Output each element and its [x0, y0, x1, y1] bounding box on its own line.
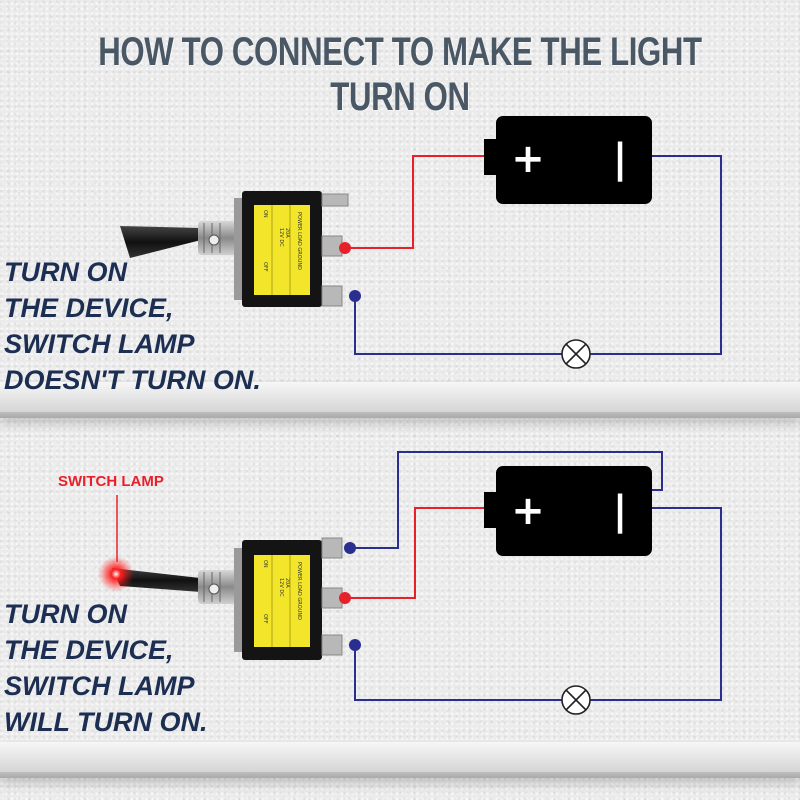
panel-2-line-1: TURN ON — [4, 599, 127, 629]
terminal-dot-icon — [349, 639, 361, 651]
switch-lamp-glow-icon — [98, 556, 134, 592]
panel-1-line-3: SWITCH LAMP — [4, 329, 195, 359]
svg-text:OFF: OFF — [262, 614, 268, 624]
page-title: HOW TO CONNECT TO MAKE THE LIGHT TURN ON — [98, 30, 702, 119]
terminal-dot-icon — [349, 290, 361, 302]
svg-text:12V DC: 12V DC — [278, 228, 284, 247]
negative-wire — [590, 507, 722, 701]
terminal-dot-icon — [344, 542, 356, 554]
terminal-dot-icon — [339, 592, 351, 604]
svg-text:ON: ON — [262, 210, 268, 218]
battery-icon: + | — [484, 116, 652, 204]
terminal-dot-icon — [339, 242, 351, 254]
panel-1-description: TURN ON THE DEVICE, SWITCH LAMP DOESN'T … — [4, 254, 261, 398]
switch-lamp-callout-label: SWITCH LAMP — [58, 473, 164, 490]
panel-1-line-1: TURN ON — [4, 257, 127, 287]
battery-icon: + | — [484, 466, 652, 556]
positive-wire — [345, 507, 488, 599]
lamp-icon — [561, 339, 591, 369]
lamp-icon — [561, 685, 591, 715]
panel-2-line-2: THE DEVICE, — [4, 635, 174, 665]
svg-text:12V DC: 12V DC — [278, 578, 284, 597]
negative-wire — [590, 155, 722, 355]
positive-wire — [345, 155, 488, 249]
battery-positive-label: + — [511, 136, 545, 182]
svg-text:20A: 20A — [284, 228, 290, 238]
svg-text:ON: ON — [262, 560, 268, 568]
battery-negative-label: | — [613, 136, 628, 183]
panel-1-line-2: THE DEVICE, — [4, 293, 174, 323]
shelf-top — [0, 382, 800, 418]
panel-2-line-3: SWITCH LAMP — [4, 671, 195, 701]
svg-text:20A: 20A — [284, 578, 290, 588]
svg-text:POWER LOAD GROUND: POWER LOAD GROUND — [296, 212, 302, 270]
panel-2-circuit: + | ON OFF 12V — [98, 451, 722, 715]
panel-1-circuit: + | ON OFF 12V DC 20A — [120, 116, 722, 369]
panel-2-line-4: WILL TURN ON. — [4, 707, 208, 737]
toggle-switch-icon: ON OFF 12V DC 20A POWER LOAD GROUND — [98, 537, 343, 660]
svg-text:POWER LOAD GROUND: POWER LOAD GROUND — [296, 562, 302, 620]
panel-2-description: TURN ON THE DEVICE, SWITCH LAMP WILL TUR… — [4, 596, 207, 740]
battery-positive-label: + — [511, 488, 545, 534]
ground-wire — [354, 296, 562, 355]
svg-text:OFF: OFF — [262, 262, 268, 272]
shelf-bottom — [0, 742, 800, 778]
panel-1-line-4: DOESN'T TURN ON. — [4, 365, 261, 395]
negative-wire — [352, 451, 663, 549]
battery-negative-label: | — [613, 488, 628, 535]
toggle-switch-icon: ON OFF 12V DC 20A POWER LOAD GROUND — [120, 191, 349, 307]
ground-wire — [354, 645, 562, 701]
